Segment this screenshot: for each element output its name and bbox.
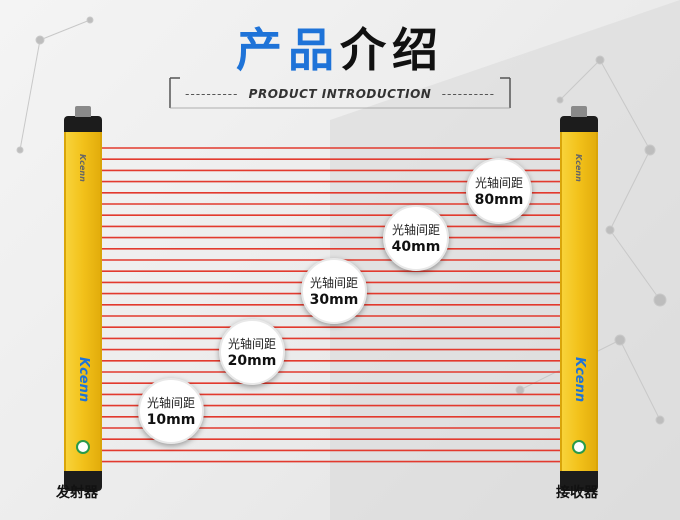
callout-value: 80mm — [474, 192, 524, 208]
subtitle-dash-right: ---------- — [441, 87, 495, 101]
subtitle-text: PRODUCT INTRODUCTION — [248, 87, 432, 101]
title-part-1: 产品 — [236, 23, 340, 77]
callout-value: 20mm — [227, 353, 277, 369]
emitter-bottom-cap — [64, 471, 102, 491]
callout-label: 光轴间距 — [309, 276, 358, 290]
receiver-bar: Kcenn Kcenn — [560, 132, 598, 472]
emitter-brand-logo: Kcenn — [76, 357, 91, 403]
receiver-logo-icon — [572, 440, 586, 454]
callout-value: 40mm — [391, 239, 441, 255]
spacing-callout-30mm: 光轴间距 30mm — [301, 258, 367, 324]
callout-label: 光轴间距 — [391, 223, 440, 237]
callout-label: 光轴间距 — [146, 396, 195, 410]
receiver-label: 接收器 — [556, 485, 598, 501]
spacing-callout-80mm: 光轴间距 80mm — [466, 158, 532, 224]
spacing-callout-10mm: 光轴间距 10mm — [138, 378, 204, 444]
receiver-bottom-cap — [560, 471, 598, 491]
emitter-brand-top: Kcenn — [78, 154, 87, 182]
emitter-label: 发射器 — [56, 485, 98, 501]
receiver-brand-logo: Kcenn — [572, 357, 587, 403]
page-title: 产品介绍 — [0, 20, 680, 80]
spacing-callout-20mm: 光轴间距 20mm — [219, 319, 285, 385]
receiver-brand-top: Kcenn — [574, 154, 583, 182]
spacing-callout-40mm: 光轴间距 40mm — [383, 205, 449, 271]
receiver-top-cap — [560, 106, 598, 134]
callout-value: 30mm — [309, 292, 359, 308]
emitter-logo-icon — [76, 440, 90, 454]
subtitle-dash-left: ---------- — [185, 87, 239, 101]
callout-value: 10mm — [146, 412, 196, 428]
title-part-2: 介绍 — [340, 23, 444, 77]
page-subtitle: ---------- PRODUCT INTRODUCTION --------… — [0, 87, 680, 101]
callout-label: 光轴间距 — [227, 337, 276, 351]
emitter-top-cap — [64, 106, 102, 134]
emitter-bar: Kcenn Kcenn — [64, 132, 102, 472]
callout-label: 光轴间距 — [474, 176, 523, 190]
